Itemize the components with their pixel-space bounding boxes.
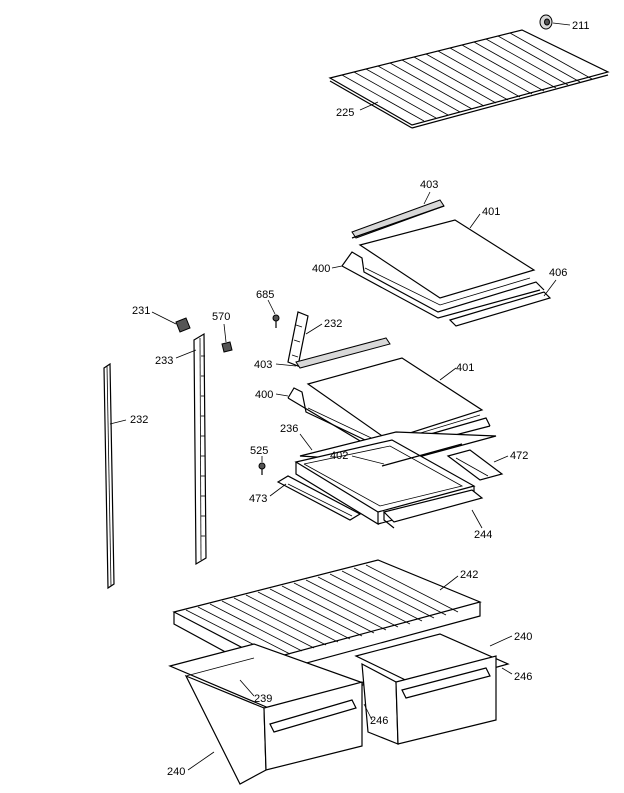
label-400-upper: 400 bbox=[312, 263, 330, 275]
label-525: 525 bbox=[250, 445, 268, 457]
part-labels: 211 225 403 401 400 406 685 232 231 570 … bbox=[130, 20, 590, 778]
label-473: 473 bbox=[249, 493, 267, 505]
label-231: 231 bbox=[132, 305, 150, 317]
label-570: 570 bbox=[212, 311, 230, 323]
screw-570 bbox=[221, 341, 233, 353]
wire-shelf-225 bbox=[328, 29, 610, 129]
shelf-assembly-lower bbox=[272, 311, 491, 455]
label-232-rail: 232 bbox=[130, 414, 148, 426]
knob-211 bbox=[539, 14, 553, 30]
label-246-right: 246 bbox=[514, 671, 532, 683]
crisper-drawer-right bbox=[354, 633, 510, 745]
crisper-drawer-left bbox=[168, 643, 368, 785]
label-406: 406 bbox=[549, 267, 567, 279]
label-244: 244 bbox=[474, 529, 492, 541]
label-402: 402 bbox=[330, 450, 348, 462]
shelf-assembly-upper bbox=[341, 199, 552, 327]
label-240-left: 240 bbox=[167, 766, 185, 778]
label-401-lower: 401 bbox=[456, 362, 474, 374]
label-403-lower: 403 bbox=[254, 359, 272, 371]
rail-233 bbox=[193, 332, 207, 566]
label-400-lower: 400 bbox=[255, 389, 273, 401]
label-211: 211 bbox=[572, 20, 590, 32]
label-232-bracket: 232 bbox=[324, 318, 342, 330]
clip-231 bbox=[175, 317, 191, 333]
label-401-upper: 401 bbox=[482, 206, 500, 218]
crisper-cover-242 bbox=[172, 559, 482, 675]
label-239: 239 bbox=[254, 693, 272, 705]
label-472: 472 bbox=[510, 450, 528, 462]
label-233: 233 bbox=[155, 355, 173, 367]
label-246-left: 246 bbox=[370, 715, 388, 727]
label-225: 225 bbox=[336, 107, 354, 119]
label-242: 242 bbox=[460, 569, 478, 581]
label-403-upper: 403 bbox=[420, 179, 438, 191]
label-240-right: 240 bbox=[514, 631, 532, 643]
label-685: 685 bbox=[256, 289, 274, 301]
rail-232 bbox=[103, 362, 115, 590]
leader-lines bbox=[109, 22, 571, 771]
drawer-assembly bbox=[258, 431, 504, 529]
label-236: 236 bbox=[280, 423, 298, 435]
